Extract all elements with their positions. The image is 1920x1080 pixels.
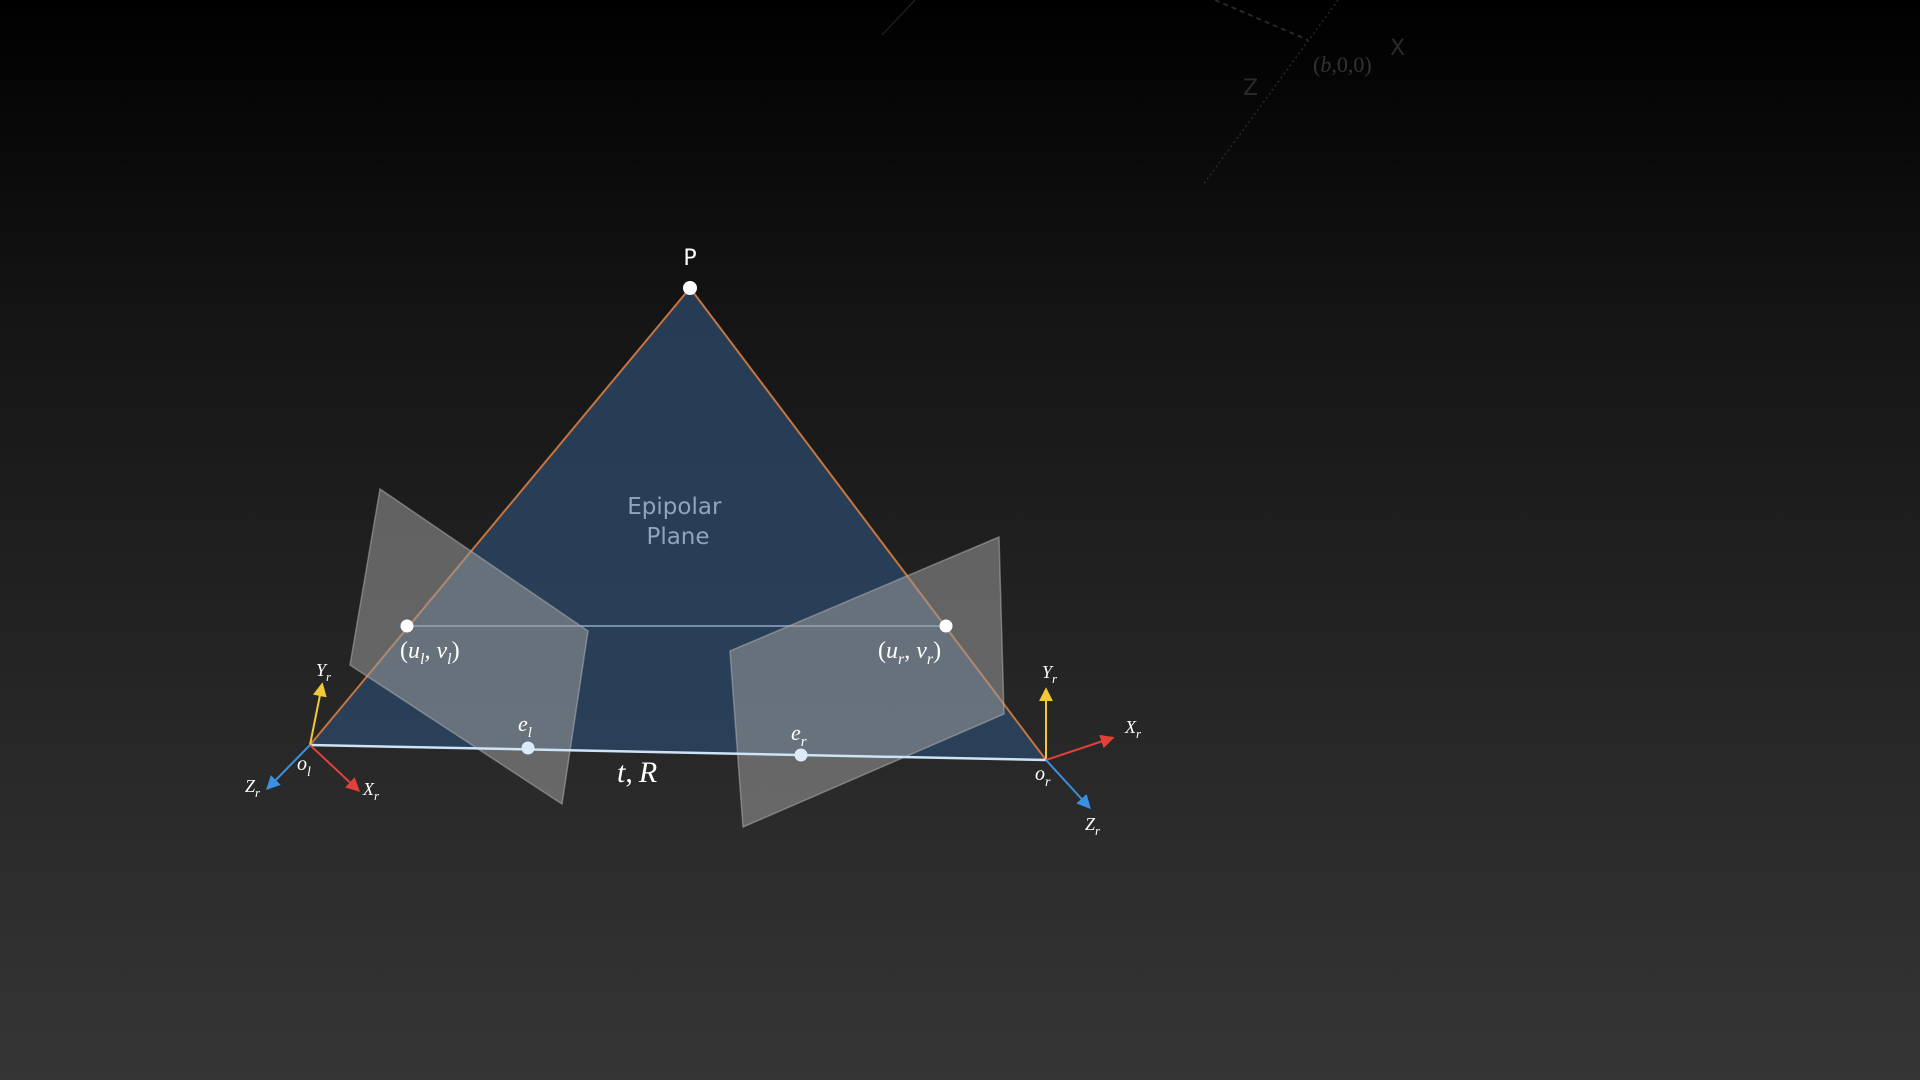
- right-origin-label: or: [1035, 763, 1051, 790]
- right-x-axis-arrow: [1045, 734, 1115, 761]
- left-x-axis-arrow: [309, 744, 361, 792]
- left-epipole-point: [521, 741, 535, 755]
- left-image-point: [400, 619, 414, 633]
- plane-label-line1: Epipolar: [627, 494, 722, 520]
- right-epipole-label: er: [791, 720, 807, 750]
- point-p-label: P: [683, 246, 696, 271]
- left-y-axis-label: Yr: [316, 660, 332, 684]
- epipolar-plane-label: Epipolar Plane: [627, 494, 728, 550]
- right-image-point: [939, 619, 953, 633]
- faded-x-label: X: [1390, 36, 1405, 61]
- right-epipole-point: [794, 748, 808, 762]
- faded-coordinate-label: (b,0,0): [1313, 52, 1372, 77]
- right-z-axis-arrow: [1045, 759, 1091, 810]
- left-origin-label: ol: [297, 753, 311, 780]
- left-image-point-label: (ul, vl): [400, 638, 460, 668]
- left-x-axis-label: Xr: [362, 779, 380, 803]
- faded-line-top-left: [881, 0, 916, 36]
- faded-reference-sketch: X Z (b,0,0): [881, 0, 1405, 186]
- baseline-label: t,R: [617, 756, 657, 789]
- left-z-axis-arrow: [266, 744, 311, 791]
- faded-axis-line: [1202, 0, 1339, 186]
- baseline: [309, 743, 1047, 762]
- right-camera-axes: [1039, 687, 1115, 810]
- world-point-p: [683, 281, 697, 295]
- right-z-axis-label: Zr: [1085, 814, 1101, 838]
- left-z-axis-label: Zr: [245, 776, 261, 800]
- right-image-point-label: (ur, vr): [878, 638, 941, 668]
- plane-label-line2: Plane: [646, 524, 709, 550]
- right-x-axis-label: Xr: [1124, 717, 1142, 741]
- faded-dashed-line: [1214, 0, 1309, 41]
- faded-z-label: Z: [1243, 76, 1258, 101]
- right-y-axis-label: Yr: [1042, 662, 1058, 686]
- left-epipole-label: el: [518, 711, 532, 741]
- left-image-plane: [349, 487, 589, 806]
- left-camera-axes: [266, 682, 361, 792]
- left-y-axis-arrow: [309, 682, 327, 746]
